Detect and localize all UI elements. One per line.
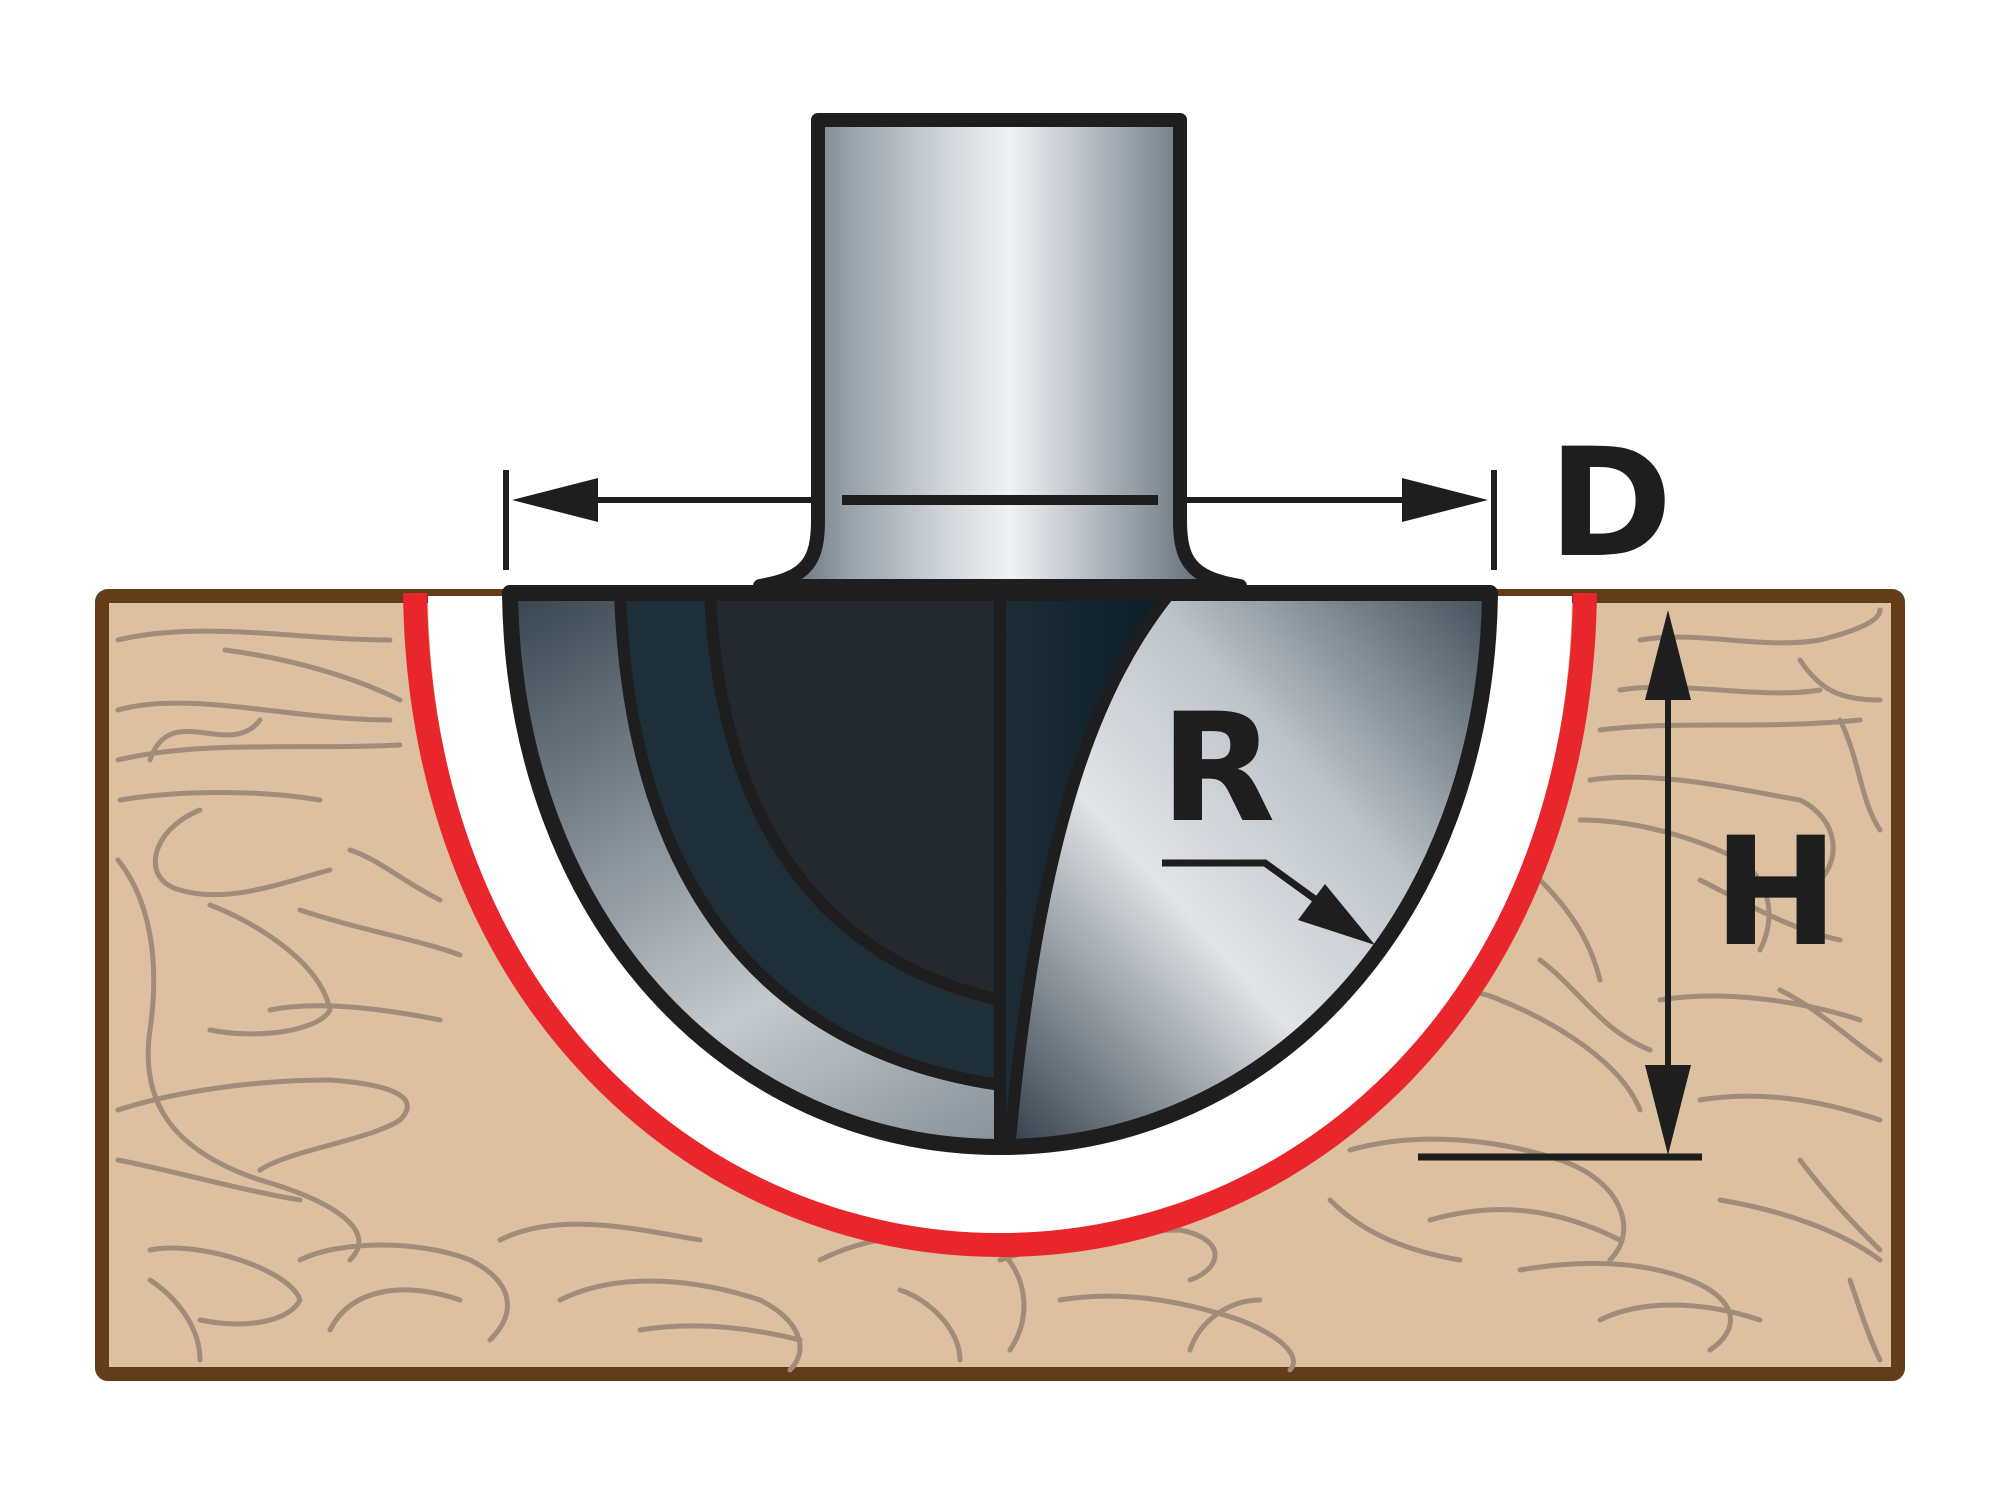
shank bbox=[753, 113, 1247, 593]
cutter-head bbox=[502, 585, 1498, 1155]
arrowhead-up-icon bbox=[1645, 610, 1691, 700]
arrowhead-left-icon bbox=[512, 478, 598, 522]
arrowhead-right-icon bbox=[1402, 478, 1488, 522]
height-label: H bbox=[1713, 806, 1839, 980]
diameter-label: D bbox=[1548, 417, 1673, 591]
arrowhead-down-icon bbox=[1645, 1065, 1691, 1155]
diameter-dimension: D bbox=[503, 417, 1673, 591]
radius-indicator: R bbox=[1160, 682, 1375, 945]
radius-arrowhead-icon bbox=[1298, 884, 1375, 945]
height-dimension: H bbox=[1418, 610, 1839, 1161]
cut-profile-curve bbox=[403, 592, 1597, 1258]
radius-label: R bbox=[1160, 682, 1276, 856]
